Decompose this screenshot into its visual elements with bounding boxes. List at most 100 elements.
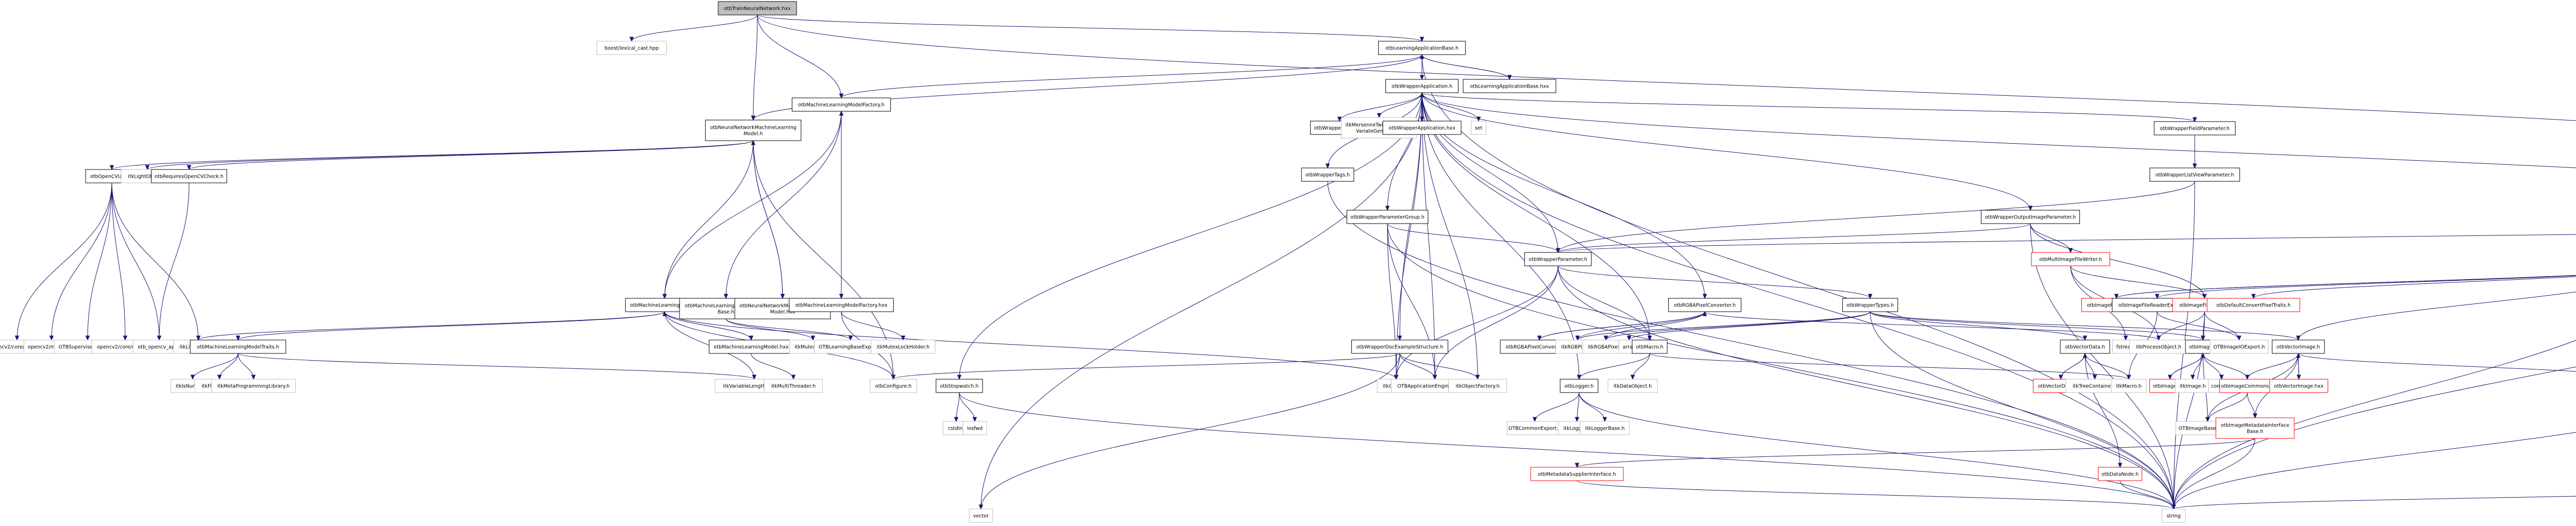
edge-line	[893, 353, 1400, 380]
graph-edge-woutimg-to-wparam	[1555, 223, 2031, 253]
edge-line	[753, 14, 758, 121]
graph-edge-root-to-nnmlm	[751, 14, 758, 121]
edge-arrowhead	[1574, 463, 1580, 468]
node-box	[705, 120, 802, 141]
node-box	[1980, 210, 2080, 224]
edge-line	[2116, 275, 2576, 299]
graph-edge-labhxx-to-lab	[1419, 54, 1510, 80]
graph-node-mlmfhxx[interactable]: otbMachineLearningModelFactory.hxx	[789, 298, 894, 312]
edge-line	[2247, 353, 2299, 380]
graph-edge-nnmlm-to-itklight	[145, 140, 754, 171]
graph-edge-wtags-to-string	[1327, 181, 2176, 510]
graph-node-rgbaconv[interactable]: otbRGBAPixelConverter.h	[1668, 298, 1741, 312]
graph-node-vectordata[interactable]: otbVectorData.h	[2060, 340, 2110, 354]
node-label: opencv2/core/core.hpp	[97, 345, 153, 350]
node-label: otbWrapperApplication.hxx	[1388, 126, 1455, 131]
graph-node-docex[interactable]: otbWrapperDocExampleStructure.h	[1351, 340, 1448, 354]
node-label: otbImage.hxx	[2153, 384, 2187, 389]
graph-node-wlistview[interactable]: otbWrapperListViewParameter.h	[2149, 167, 2240, 182]
edge-arrowhead	[2123, 335, 2128, 341]
graph-node-datanode[interactable]: otbDataNode.h	[2098, 467, 2142, 481]
node-box	[1301, 167, 1354, 182]
edge-arrowhead	[2171, 504, 2176, 510]
edge-line	[2157, 275, 2576, 299]
graph-node-vimage[interactable]: otbVectorImage.h	[2272, 340, 2325, 354]
node-label: otbWrapperApplication.h	[1392, 84, 1452, 90]
edge-line	[757, 14, 1422, 42]
edge-arrowhead	[85, 335, 90, 341]
graph-node-mlmhxx[interactable]: otbMachineLearningModel.hxx	[708, 340, 794, 354]
graph-node-wtypes[interactable]: otbWrapperTypes.h	[1842, 298, 1899, 312]
node-label: otbVectorData.h	[2065, 345, 2105, 350]
graph-edge-wpgroup-to-wparam	[1387, 223, 1561, 253]
node-label: otbImageMetadataInterface	[2221, 423, 2290, 429]
edge-arrowhead	[954, 417, 959, 422]
graph-node-labhxx[interactable]: otbLearningApplicationBase.hxx	[1463, 79, 1556, 93]
graph-node-wparam[interactable]: otbWrapperParameter.h	[1524, 252, 1592, 266]
graph-edge-wtypes-to-vectordata	[1870, 311, 2088, 341]
edge-arrowhead	[2202, 294, 2207, 299]
graph-node-defconv[interactable]: otbDefaultConvertPixelTraits.h	[2207, 298, 2300, 312]
graph-node-vimagehxx[interactable]: otbVectorImage.hxx	[2269, 379, 2328, 393]
edge-arrowhead	[2192, 117, 2197, 123]
node-label: otbMachineLearningModel.hxx	[714, 345, 789, 350]
edge-line	[1387, 223, 1435, 380]
graph-node-root[interactable]: otbTrainNeuralNetwork.hxx	[718, 1, 797, 15]
graph-node-multiwriter[interactable]: otbMultiImageFileWriter.h	[2031, 252, 2110, 266]
node-box	[1842, 298, 1899, 312]
node-box	[1351, 340, 1448, 354]
edge-arrowhead	[1574, 417, 1580, 422]
graph-node-mltraits[interactable]: otbMachineLearningModelTraits.h	[190, 340, 286, 354]
edge-arrowhead	[978, 504, 984, 510]
node-label: otbLearningApplicationBase.h	[1385, 46, 1459, 52]
graph-edge-stopwatch-to-string	[959, 392, 2176, 510]
edge-line	[111, 182, 199, 341]
graph-node-wapphxx[interactable]: otbWrapperApplication.hxx	[1382, 121, 1462, 135]
graph-node-wpgroup[interactable]: otbWrapperParameterGroup.h	[1346, 210, 1429, 224]
graph-edge-imagehxx-to-image	[2170, 352, 2206, 380]
graph-edge-readerhxx-to-imgreader	[2116, 275, 2576, 299]
graph-edge-extfname-to-string	[2171, 496, 2576, 510]
edge-line	[198, 311, 665, 341]
graph-node-stopwatch[interactable]: otbStopwatch.h	[936, 379, 983, 393]
graph-node-wapp[interactable]: otbWrapperApplication.h	[1385, 79, 1459, 93]
graph-edge-rgbaconv-to-itkrgb	[1575, 311, 1705, 341]
node-label: otbImageFileReaderException.h	[2119, 303, 2196, 309]
node-label: Base.h	[718, 310, 734, 315]
graph-edge-mlmfhxx-to-mutexholder	[841, 311, 906, 341]
edge-line	[1421, 92, 1435, 380]
node-box	[2031, 252, 2110, 266]
edge-line	[2173, 438, 2256, 510]
graph-node-multithreader: itkMultiThreader.h	[764, 379, 823, 393]
graph-node-logger[interactable]: otbLogger.h	[1560, 379, 1599, 393]
graph-node-wtags[interactable]: otbWrapperTags.h	[1301, 167, 1354, 182]
graph-node-procobj: itkProcessObject.h	[2129, 340, 2188, 354]
edge-arrowhead	[839, 110, 844, 116]
graph-node-lab[interactable]: otbLearningApplicationBase.h	[1378, 41, 1466, 55]
graph-node-mlmf[interactable]: otbMachineLearningModelFactory.h	[791, 97, 891, 112]
graph-node-dataobj: itkDataObject.h	[1607, 379, 1658, 393]
edge-line	[1339, 92, 1422, 122]
edge-arrowhead	[2155, 294, 2160, 299]
edge-line	[1421, 54, 1510, 80]
graph-edge-wapp-to-wfield	[1421, 92, 2197, 123]
graph-edge-opencvutils-to-supexport	[85, 182, 112, 341]
graph-edge-writer-to-ioexport	[2204, 311, 2242, 341]
edge-arrowhead	[1419, 75, 1425, 80]
graph-node-metasupplier[interactable]: otbMetadataSupplierInterface.h	[1530, 467, 1624, 481]
graph-node-wfield[interactable]: otbWrapperFieldParameter.h	[2154, 121, 2236, 135]
graph-edge-logger-to-loggerbase	[1579, 392, 1607, 422]
edge-arrowhead	[848, 335, 853, 341]
graph-node-itkimage: itkImage.h	[2175, 379, 2211, 393]
edge-arrowhead	[723, 294, 728, 299]
edge-line	[980, 92, 1422, 510]
graph-node-woutimg[interactable]: otbWrapperOutputImageParameter.h	[1980, 210, 2080, 224]
graph-node-macro[interactable]: otbMacro.h	[1632, 340, 1668, 354]
graph-edge-wlistview-to-wparam	[1555, 181, 2195, 253]
graph-node-reqopencv[interactable]: otbRequiresOpenCVCheck.h	[151, 169, 227, 183]
graph-node-imgcommons[interactable]: otbImageCommons.h	[2219, 379, 2276, 393]
graph-edge-readerexc-to-ioexport	[2157, 311, 2242, 341]
